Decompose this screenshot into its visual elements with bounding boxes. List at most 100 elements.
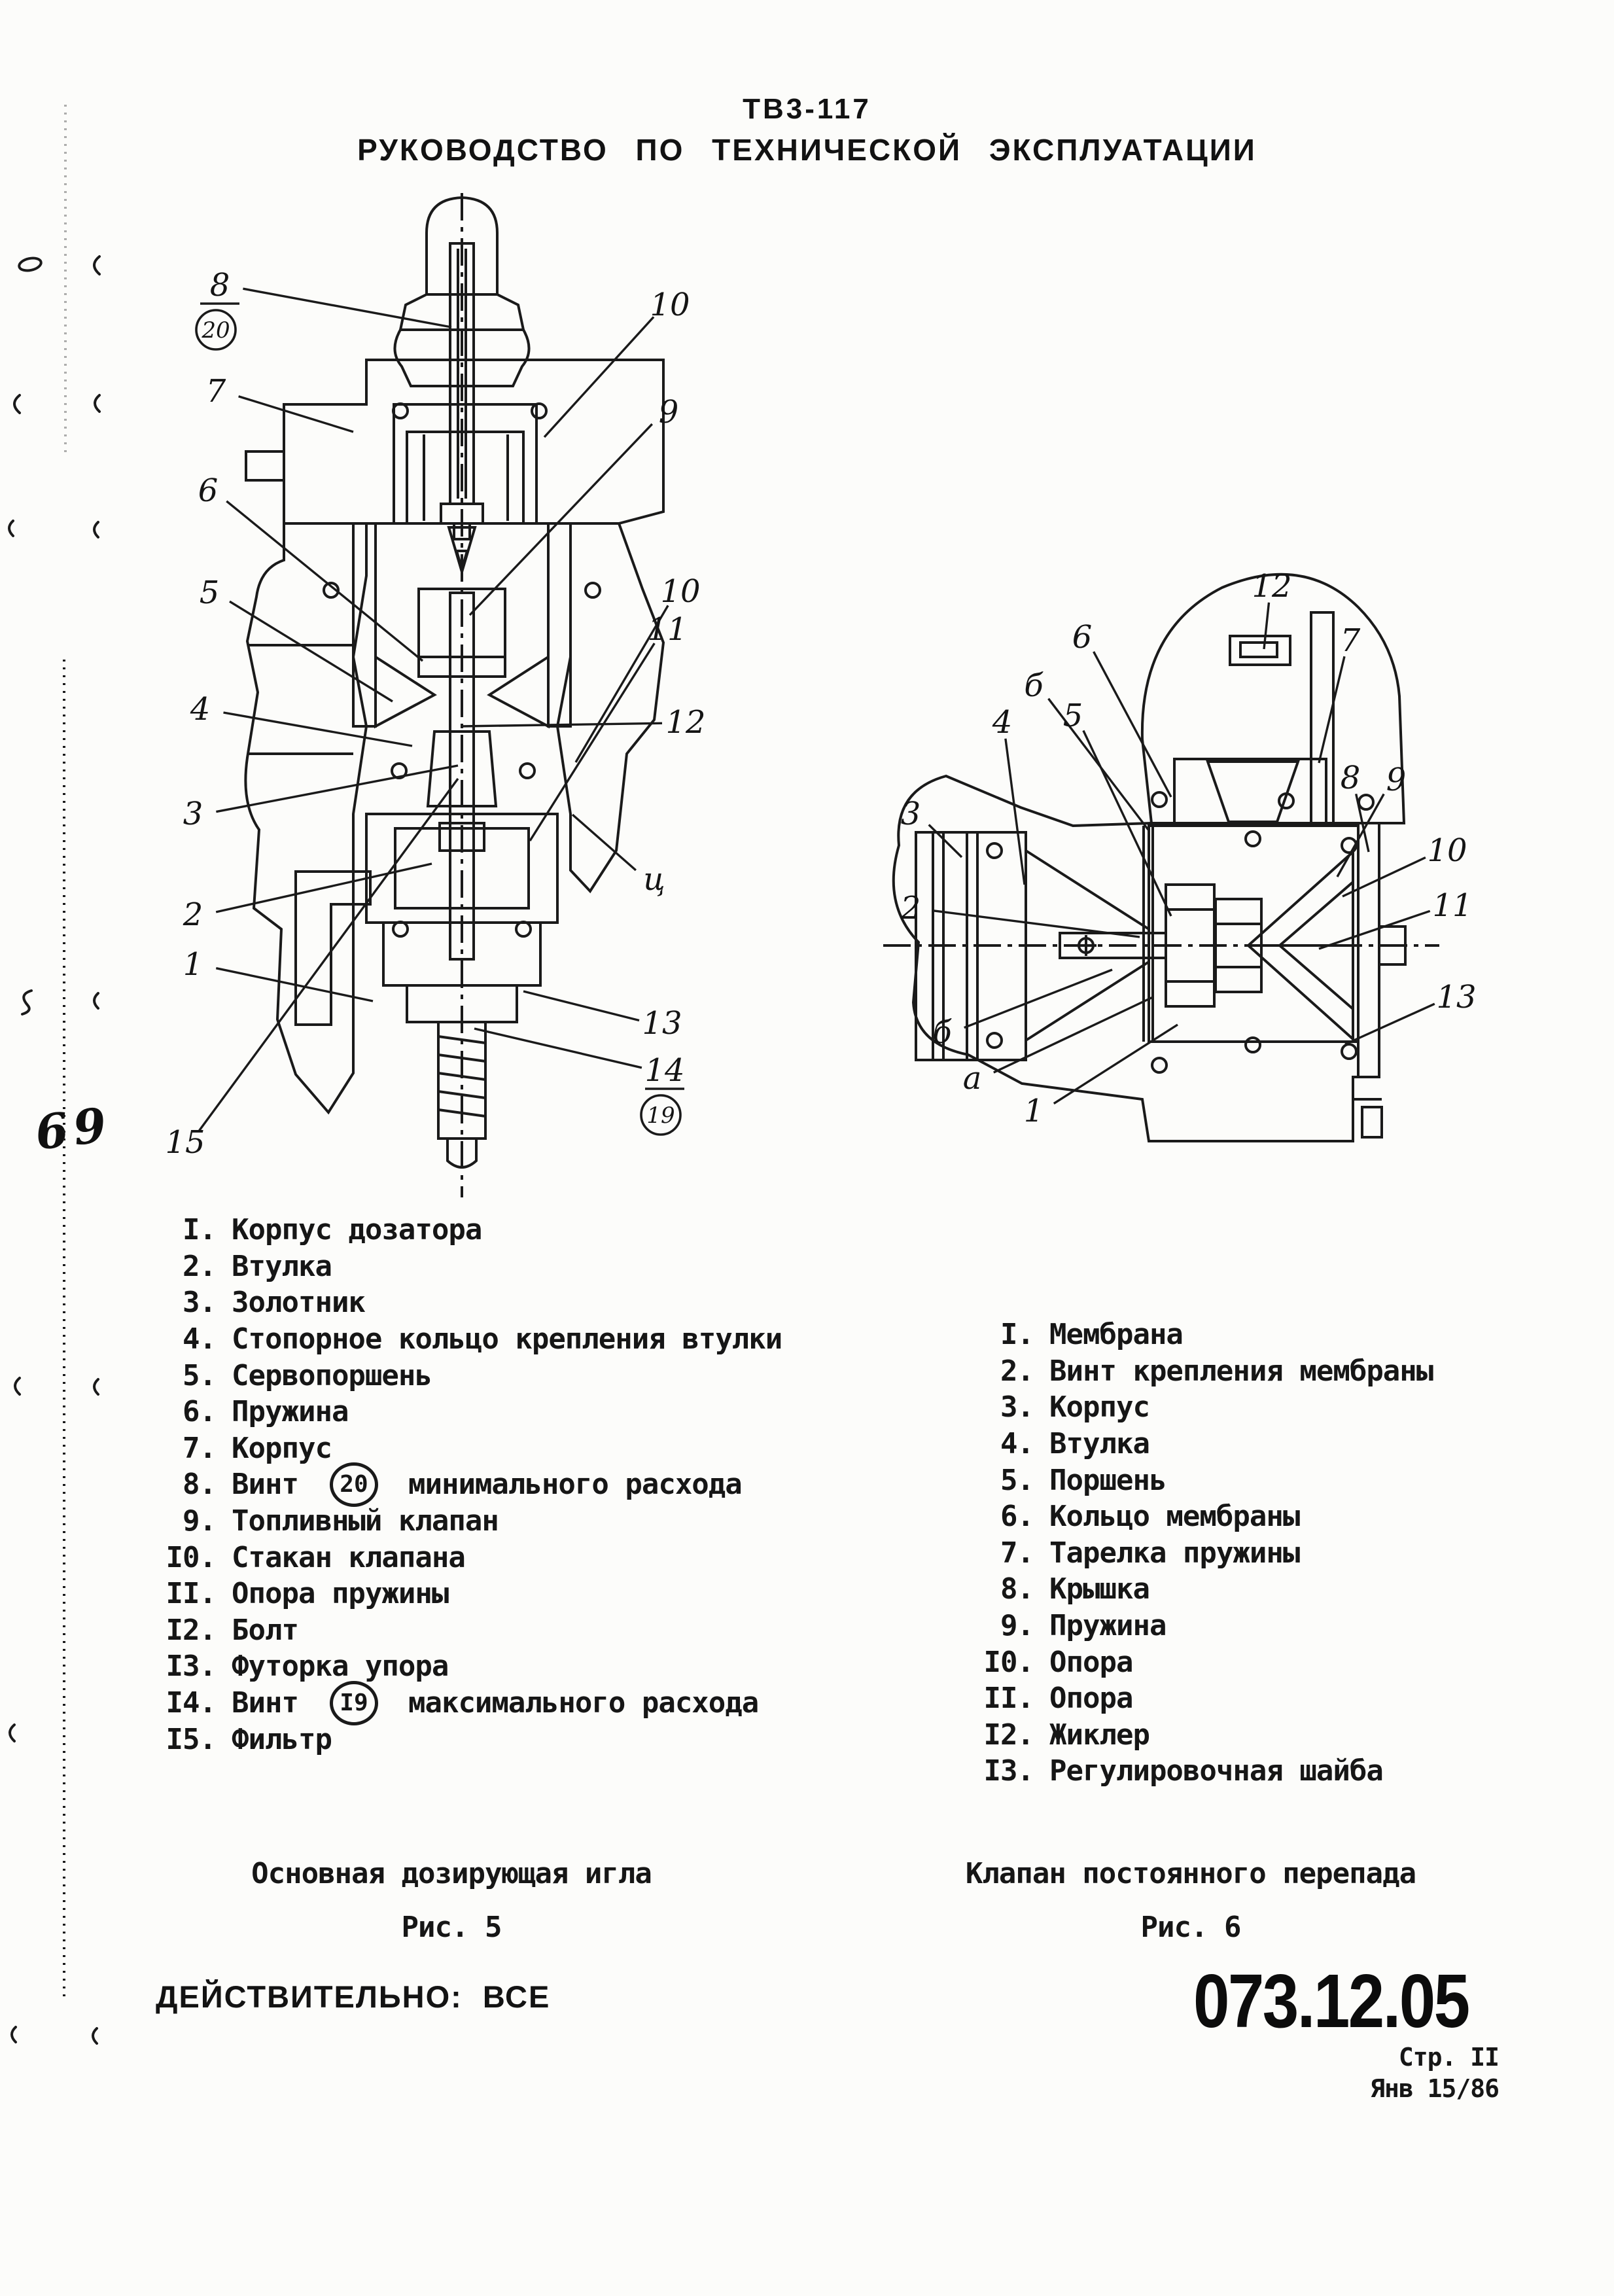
part-label: Поршень (1049, 1463, 1167, 1497)
callout-leader (934, 910, 1140, 938)
part-number: 5. (183, 1358, 217, 1392)
part-item: I3.Футорка упора (158, 1648, 782, 1685)
part-number: 5. (1000, 1463, 1034, 1497)
part-label: Винт (232, 1686, 299, 1720)
part-number: 3. (183, 1286, 217, 1320)
part-label: Сервопоршень (232, 1358, 432, 1392)
part-label: Регулировочная шайба (1049, 1754, 1384, 1788)
part-number: 6. (1000, 1500, 1034, 1534)
callout-leader (1318, 656, 1346, 764)
callout-label: а (963, 1060, 982, 1097)
circled-adjustment-label: 20 (201, 317, 230, 344)
part-label: Пружина (1049, 1609, 1167, 1643)
callout-leader (243, 287, 452, 328)
callout-leader (229, 600, 393, 703)
part-item: 2. Втулка (158, 1248, 782, 1285)
engine-model-title: ТВ3-117 (743, 93, 871, 125)
part-label: Стопорное кольцо крепления втулки (232, 1322, 782, 1356)
callout-label: 1 (183, 946, 203, 983)
callout-label: 11 (647, 611, 687, 648)
part-number: II. (166, 1577, 217, 1611)
part-item: I0.Стакан клапана (158, 1539, 782, 1576)
part-item: I2. Болт (158, 1612, 782, 1649)
part-item: I0.Опора (976, 1644, 1433, 1680)
part-number: 9. (183, 1504, 217, 1538)
callout-leader (223, 711, 413, 747)
part-number: I0. (983, 1645, 1034, 1679)
callout-leader (964, 968, 1113, 1029)
part-item: II.Опора пружины (158, 1576, 782, 1612)
callout-label: 5 (1063, 698, 1083, 734)
part-label: Корпус (1049, 1390, 1150, 1424)
part-number: I4. (166, 1686, 217, 1720)
part-item: 6.Пружина (158, 1394, 782, 1430)
fig5-caption: Основная дозирующая игла (251, 1857, 652, 1890)
callout-label: 14 (644, 1052, 684, 1089)
part-item: 9.Топливный клапан (158, 1503, 782, 1540)
revision-date: Янв 15/86 (1370, 2074, 1500, 2103)
callout-label: 5 (200, 574, 220, 611)
callout-label: 3 (183, 796, 203, 832)
callout-label: 2 (183, 896, 203, 933)
part-item: I.Мембрана (976, 1316, 1433, 1353)
document-number: 073.12.05 (1193, 1958, 1470, 2043)
callout-leader (215, 862, 432, 913)
part-label: минимального расхода (408, 1468, 743, 1502)
part-label: Винт крепления мембраны (1049, 1354, 1433, 1388)
circled-adjustment-ref (195, 309, 237, 351)
part-item: I5. Фильтр (158, 1721, 782, 1757)
part-number: I5. (166, 1722, 217, 1756)
part-label: Втулка (232, 1249, 332, 1283)
callout-leader (238, 395, 354, 433)
part-number: I2. (166, 1613, 217, 1647)
part-label: Болт (232, 1613, 299, 1647)
part-item: 7.Корпус (158, 1430, 782, 1467)
part-number: 3. (1000, 1390, 1034, 1424)
callout-label: 7 (1341, 622, 1361, 659)
callout-leader (198, 777, 459, 1131)
callout-leader (1082, 730, 1172, 917)
callout-label: 12 (665, 704, 705, 741)
part-number: 2. (1000, 1354, 1034, 1388)
callout-label: б (932, 1014, 952, 1051)
part-label: Корпус (232, 1431, 332, 1465)
part-number: 8. (183, 1468, 217, 1502)
part-item: I3. Регулировочная шайба (976, 1753, 1433, 1790)
part-label: Жиклер (1049, 1718, 1150, 1752)
part-number: 7. (1000, 1536, 1034, 1570)
callout-leader (1344, 1002, 1435, 1046)
callout-leader (1318, 910, 1431, 950)
part-number: I. (1000, 1318, 1034, 1352)
callout-leader (1053, 1023, 1178, 1105)
part-number: I3. (983, 1754, 1034, 1788)
callout-leader (215, 967, 374, 1002)
part-item: 7.Тарелка пружины (976, 1535, 1433, 1572)
callout-leader (226, 500, 424, 662)
callout-label: б (1024, 667, 1044, 704)
callout-label: 9 (1386, 762, 1407, 798)
part-number: I2. (983, 1718, 1034, 1752)
callout-label: 6 (198, 472, 219, 509)
callout-label: 13 (1436, 979, 1476, 1016)
page-number: Стр. II (1398, 2043, 1500, 2072)
part-number: II. (983, 1682, 1034, 1716)
callout-label: ц (643, 861, 665, 898)
callout-label: 7 (206, 373, 226, 410)
part-number: 2. (183, 1249, 217, 1283)
callout-leader (571, 813, 637, 872)
circled-adjustment-ref: I9 (329, 1680, 378, 1725)
part-label: Пружина (232, 1395, 349, 1429)
part-item: 9.Пружина (976, 1608, 1433, 1644)
part-label: Футорка упора (232, 1650, 449, 1684)
circled-adjustment-label: 19 (646, 1103, 675, 1129)
part-label: Фильтр (232, 1722, 332, 1756)
callout-label: 11 (1432, 887, 1472, 924)
part-label: Кольцо мембраны (1049, 1500, 1300, 1534)
callout-leader (993, 996, 1153, 1074)
part-label: Втулка (1049, 1427, 1150, 1461)
